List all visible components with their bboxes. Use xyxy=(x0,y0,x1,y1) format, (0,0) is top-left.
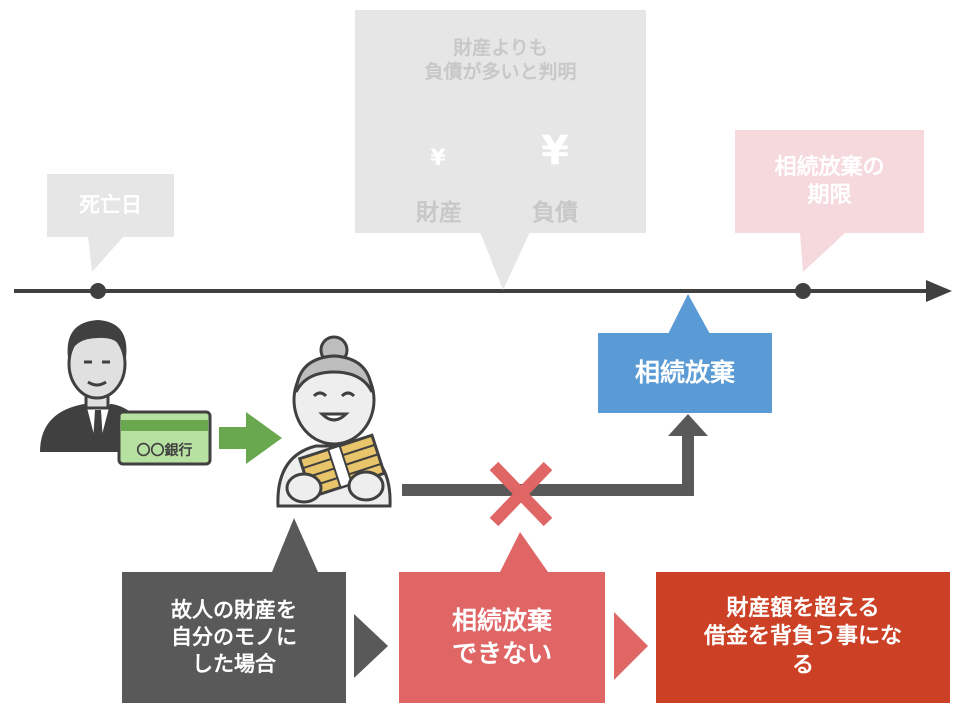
flow-step3-line3: る xyxy=(791,652,814,678)
bank-card-icon xyxy=(117,410,212,466)
deadline-line1: 相続放棄の xyxy=(774,155,885,180)
flow-step3-line2: 借金を背負う事にな xyxy=(703,624,902,650)
discovery-line1: 財産よりも xyxy=(453,37,548,60)
timeline-dot-deadline xyxy=(795,283,811,299)
timeline-dot-death xyxy=(90,283,106,299)
flow-step2-line2: できない xyxy=(451,638,552,668)
deadline-line2: 期限 xyxy=(807,182,852,208)
deadline-callout: 相続放棄の 期限 xyxy=(735,130,924,233)
timeline-arrowhead xyxy=(926,280,952,302)
asset-yen-symbol: ¥ xyxy=(430,146,446,171)
bank-card-label: 〇〇銀行 xyxy=(136,443,193,459)
renunciation-label: 相続放棄 xyxy=(634,357,735,387)
discovery-text: 財産よりも 負債が多いと判明 xyxy=(355,30,646,92)
heir-woman-icon xyxy=(276,335,392,508)
step1-callout-tail xyxy=(272,518,318,572)
flow-step1-line2: 自分のモノに xyxy=(171,624,297,649)
discovery-callout-tail xyxy=(480,232,530,290)
flow-step1-box: 故人の財産を 自分のモノに した場合 xyxy=(122,572,346,703)
flow-step1-line1: 故人の財産を xyxy=(171,597,297,622)
discovery-callout xyxy=(355,10,646,233)
flow-step3-box: 財産額を超える 借金を背負う事にな る xyxy=(656,572,950,703)
death-callout-tail xyxy=(88,236,124,272)
heir-to-renunciation-line xyxy=(402,430,694,496)
asset-label: 財産 xyxy=(416,200,462,226)
deadline-callout-tail xyxy=(800,232,846,272)
renunciation-up-arrowhead xyxy=(668,414,708,436)
death-date-label: 死亡日 xyxy=(79,193,142,218)
renunciation-callout-tail xyxy=(668,294,710,334)
discovery-line2: 負債が多いと判明 xyxy=(424,61,577,83)
debt-yen-symbol: ¥ xyxy=(541,128,569,174)
step2-callout-tail xyxy=(500,532,548,572)
cross-icon xyxy=(489,461,553,527)
debt-label: 負債 xyxy=(532,200,578,226)
green-arrow-icon xyxy=(219,412,282,464)
renunciation-box: 相続放棄 xyxy=(598,333,772,413)
death-date-callout: 死亡日 xyxy=(47,174,174,237)
flow-step1-line3: した場合 xyxy=(192,652,276,677)
flow-step2-box: 相続放棄 できない xyxy=(399,572,605,703)
flow-arrow-2-icon xyxy=(614,612,648,680)
flow-step2-line1: 相続放棄 xyxy=(451,606,552,635)
flow-arrow-1-icon xyxy=(354,614,388,678)
flow-step3-line1: 財産額を超える xyxy=(726,595,880,621)
